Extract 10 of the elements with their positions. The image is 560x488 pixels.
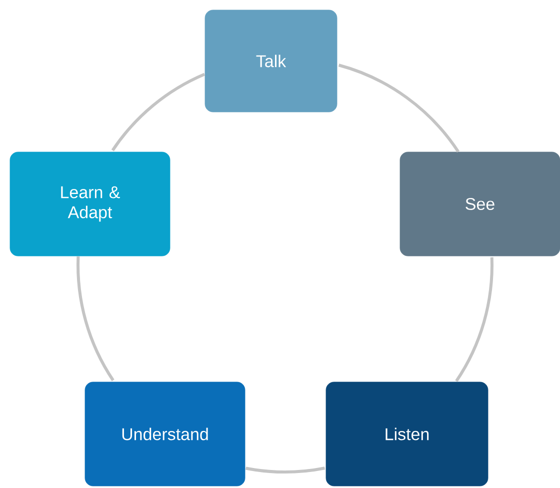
rounded-box: Understand (84, 382, 246, 486)
arc-connector (338, 64, 460, 153)
rounded-box: Talk (204, 10, 338, 112)
arc-connector (246, 466, 326, 474)
rounded-box: Learn & Adapt (10, 152, 170, 256)
arc-connector (111, 72, 206, 152)
rounded-box: See (400, 152, 560, 256)
rounded-box: Listen (326, 382, 488, 486)
arc-connector (76, 256, 114, 382)
arc-connector (455, 257, 494, 382)
